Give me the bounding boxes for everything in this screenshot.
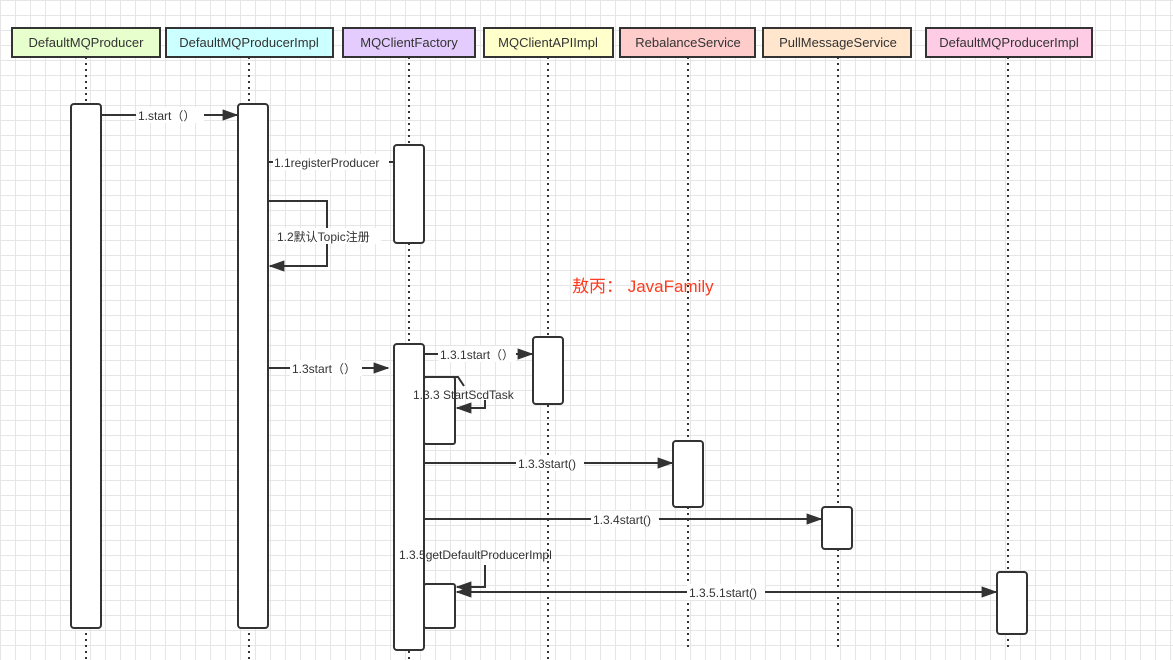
message-label: 1.3.3 StartScdTask: [413, 388, 515, 402]
message-label: 1.3.4start(): [593, 513, 651, 527]
participant-label: MQClientFactory: [360, 35, 458, 50]
message-label: 1.1registerProducer: [274, 156, 379, 170]
participant-label: DefaultMQProducer: [29, 35, 145, 50]
activation-bar: [821, 506, 853, 550]
participant-label: RebalanceService: [635, 35, 741, 50]
participant-header[interactable]: [483, 27, 614, 58]
watermark-text: 敖丙： JavaFamily: [572, 277, 714, 296]
participant-label: PullMessageService: [779, 35, 897, 50]
activations: [70, 103, 1028, 651]
participant-header[interactable]: [165, 27, 334, 58]
self-message-arrow: [424, 376, 465, 387]
nested-activation-bar: [423, 583, 456, 629]
activation-bar: [237, 103, 269, 629]
activation-bar: [532, 336, 564, 405]
participant-header[interactable]: [342, 27, 476, 58]
participant-header[interactable]: [762, 27, 912, 58]
participant-headers: DefaultMQProducer DefaultMQProducerImpl …: [11, 27, 1093, 58]
activation-bar: [996, 571, 1028, 635]
messages: 1.start（） 1.1registerProducer 1.2默认Topic…: [101, 107, 998, 600]
activation-bar: [70, 103, 102, 629]
message-label: 1.start（）: [138, 109, 195, 123]
message-label: 1.3start（）: [292, 362, 356, 376]
participant-label: DefaultMQProducerImpl: [179, 35, 319, 50]
participant-header[interactable]: [619, 27, 756, 58]
message-label: 1.2默认Topic注册: [277, 229, 370, 244]
participant-label: MQClientAPIImpl: [498, 35, 598, 50]
self-message-arrow: [455, 400, 486, 414]
participant-header[interactable]: [11, 27, 161, 58]
participant-header[interactable]: [925, 27, 1093, 58]
message-label: 1.3.3start(): [518, 457, 576, 471]
message-label: 1.3.5.1start(): [689, 586, 757, 600]
message-label: 1.3.5getDefaultProducerImpl: [399, 548, 552, 562]
activation-bar: [672, 440, 704, 508]
message-label: 1.3.1start（）: [440, 348, 514, 362]
activation-bar: [393, 343, 425, 651]
self-message-arrow: [455, 565, 486, 593]
participant-label: DefaultMQProducerImpl: [939, 35, 1079, 50]
activation-bar: [393, 144, 425, 244]
